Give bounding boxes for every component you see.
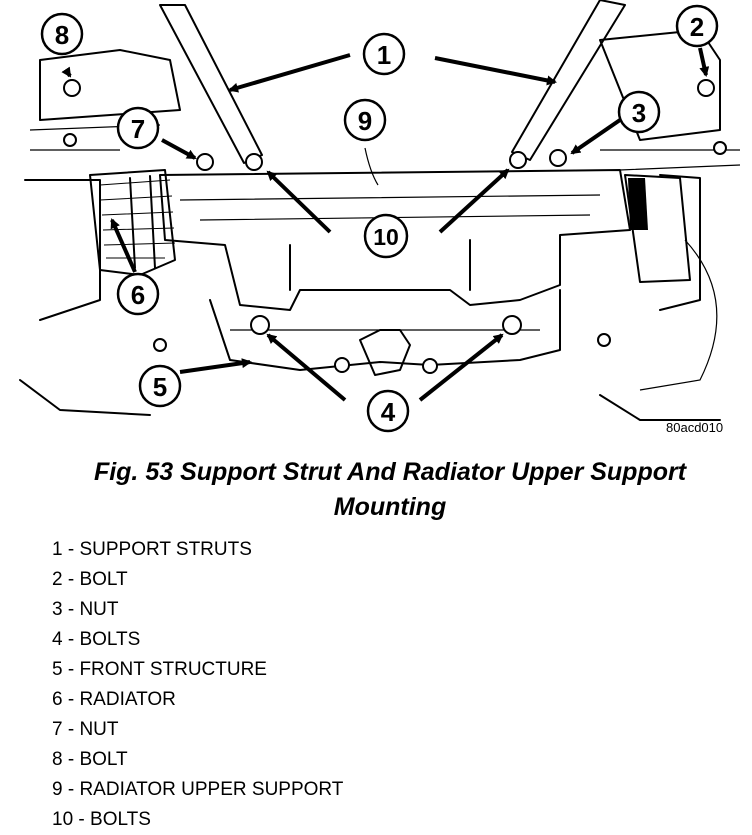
callout-2: 2 [675,4,719,48]
callout-1: 1 [362,32,406,76]
leader-arrows [61,47,710,402]
svg-text:3: 3 [632,98,646,128]
callout-5: 5 [138,364,182,408]
engine-bay-diagram: 1 2 3 4 5 6 7 8 9 10 80acd010 [19,0,741,435]
callout-8: 8 [40,12,84,56]
parts-legend: 1 - SUPPORT STRUTS 2 - BOLT 3 - NUT 4 - … [52,535,343,835]
fasteners [63,79,727,374]
svg-text:7: 7 [131,114,145,144]
svg-text:8: 8 [55,20,69,50]
svg-text:6: 6 [131,280,145,310]
figure-caption: Fig. 53 Support Strut And Radiator Upper… [40,455,740,525]
legend-item: 7 - NUT [52,719,119,740]
callout-10: 10 [363,213,409,259]
legend-item: 10 - BOLTS [52,809,151,830]
legend-item: 9 - RADIATOR UPPER SUPPORT [52,779,344,800]
svg-text:10: 10 [373,224,399,250]
legend-item: 2 - BOLT [52,569,128,590]
legend-item: 4 - BOLTS [52,629,141,650]
svg-text:1: 1 [377,40,391,70]
legend-item: 3 - NUT [52,599,119,620]
right-component-drawing [624,174,718,391]
caption-line-2: Mounting [333,493,447,521]
reference-code: 80acd010 [666,420,723,435]
callout-9: 9 [343,98,387,142]
svg-text:2: 2 [690,12,704,42]
legend-item: 5 - FRONT STRUCTURE [52,659,267,680]
legend-item: 8 - BOLT [52,749,128,770]
support-struts-drawing [159,0,626,164]
caption-line-1: Fig. 53 Support Strut And Radiator Upper… [93,458,687,486]
radiator-upper-support-drawing [159,169,631,376]
svg-text:9: 9 [358,106,372,136]
legend-item: 1 - SUPPORT STRUTS [52,539,252,560]
callout-6: 6 [116,272,160,316]
legend-item: 6 - RADIATOR [52,689,176,710]
svg-text:4: 4 [381,397,396,427]
svg-text:5: 5 [153,372,167,402]
callout-3: 3 [617,90,661,134]
callout-7: 7 [116,106,160,150]
radiator-drawing [89,169,176,276]
callout-4: 4 [366,389,410,433]
